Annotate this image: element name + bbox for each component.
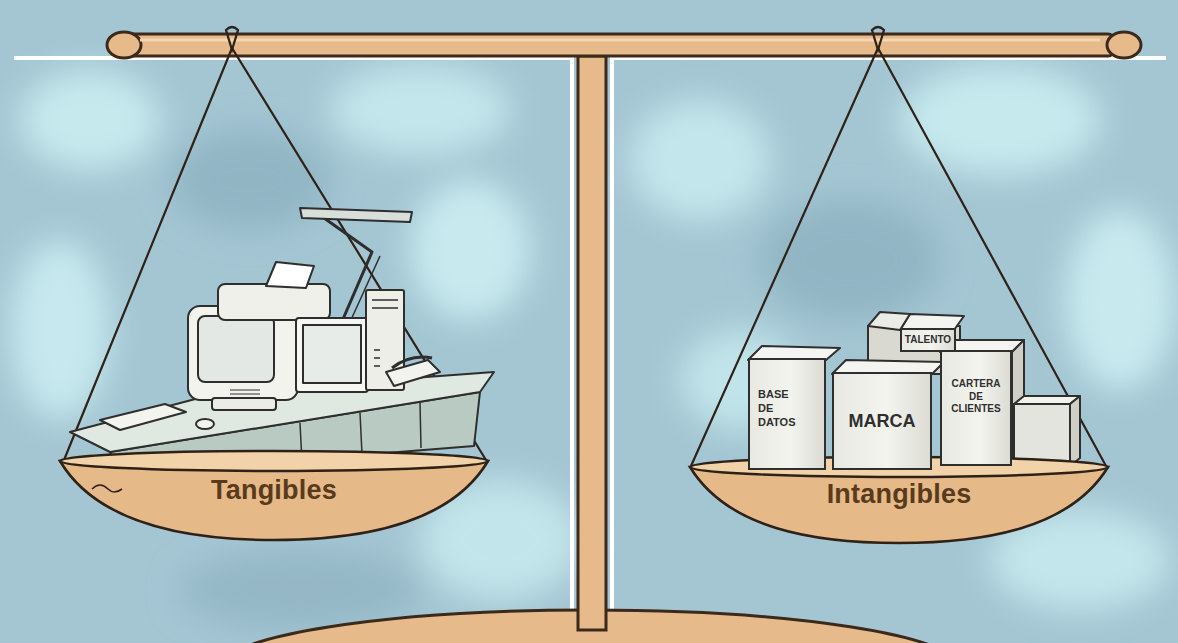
monitor-screen [198,316,274,382]
box-label: MARCA [837,374,927,433]
printer [218,284,330,320]
label-box: MARCA [832,372,932,470]
beam-knob [1107,32,1141,58]
beam-highlight [140,39,1100,42]
scale-beam [124,34,1114,56]
lamp-head [300,208,412,222]
pan-ornament [92,485,122,492]
lamp-arm [324,218,372,326]
label-box: BASE DE DATOS [748,358,826,470]
mouse [196,419,214,429]
label-box: CARTERA DE CLIENTES [940,350,1012,466]
plain-box [1014,404,1070,466]
light-patch [330,65,510,155]
dark-patch [180,550,420,630]
panel-frame [612,58,1166,628]
flat-monitor [296,318,368,392]
box-label: BASE DE DATOS [758,360,802,429]
hook [872,27,884,50]
pan-label: Tangibles [58,475,490,506]
pan-rim [60,451,488,471]
light-patch [1065,210,1175,390]
pan-rim [690,457,1108,477]
pan-strings [64,27,1106,466]
scale-pan: Tangibles [58,445,490,541]
monitor-screen [303,325,361,383]
monitor-vent [230,390,260,394]
office-equipment [70,208,494,474]
beam-knob [107,32,141,58]
box-side [1070,396,1080,466]
scale-stand [107,32,1141,643]
phone-handset [392,357,432,368]
light-patch [410,180,530,320]
light-patch [20,70,160,170]
box-label: TALENTO [902,330,954,347]
monitor-base [212,398,276,410]
box-label: CARTERA DE CLIENTES [948,352,1004,416]
panel-frame [14,58,572,628]
scale-pillar [578,56,606,630]
dark-patch [760,200,940,320]
light-patch [10,240,110,420]
label-box: TALENTO [900,328,956,352]
hook [226,27,238,50]
pan-label: Intangibles [688,479,1110,510]
keyboard [100,404,186,430]
telephone [386,360,440,386]
light-patch [630,100,770,220]
printer-paper [266,262,314,288]
light-patch [900,65,1100,175]
tower-details [372,300,398,366]
